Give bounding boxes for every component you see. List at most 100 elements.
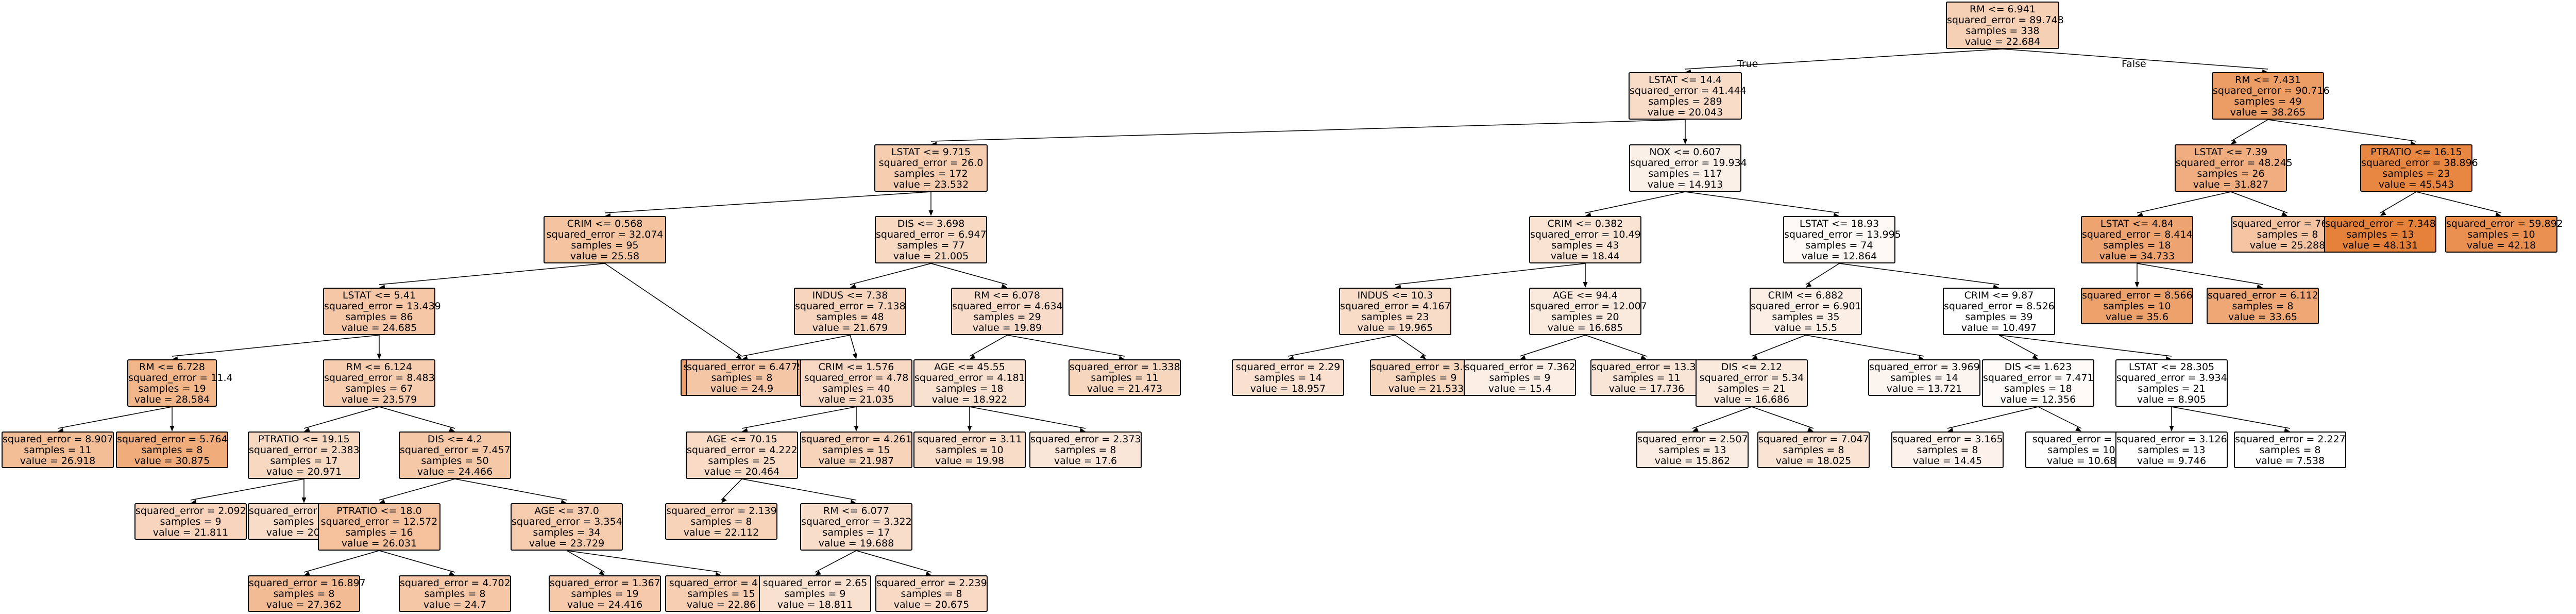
edge-arrowhead bbox=[449, 571, 455, 576]
node-line: PTRATIO <= 16.15 bbox=[2370, 146, 2462, 158]
node-line: value = 48.131 bbox=[2342, 240, 2418, 251]
tree-edge bbox=[303, 406, 380, 429]
node-line: value = 26.918 bbox=[20, 455, 96, 467]
tree-edge bbox=[850, 263, 931, 285]
node-line: value = 22.112 bbox=[683, 527, 759, 538]
node-line: value = 9.746 bbox=[2137, 455, 2207, 467]
node-line: DIS <= 4.2 bbox=[427, 434, 483, 445]
node-line: squared_error = 48.245 bbox=[2176, 157, 2293, 169]
tree-edge bbox=[741, 478, 857, 501]
node-line: squared_error = 7.348 bbox=[2325, 218, 2436, 229]
node-line: squared_error = 2.65 bbox=[762, 577, 868, 589]
edge-arrowhead bbox=[850, 284, 856, 289]
tree-edge bbox=[2267, 119, 2417, 142]
edge-arrowhead bbox=[599, 570, 605, 575]
node-line: squared_error = 8.907 bbox=[3, 434, 113, 445]
node-line: squared_error = 3.322 bbox=[801, 516, 912, 527]
node-line: value = 10.497 bbox=[1961, 322, 2037, 334]
edge-arrowhead bbox=[815, 570, 821, 575]
node-line: value = 21.473 bbox=[1087, 383, 1163, 394]
edge-arrowhead bbox=[1683, 139, 1688, 144]
edge-arrowhead bbox=[1807, 427, 1814, 432]
node-line: samples = 11 bbox=[1091, 372, 1159, 384]
node-line: squared_error = 19.934 bbox=[1630, 157, 1747, 169]
node-line: squared_error = 10.49 bbox=[1530, 229, 1641, 240]
tree-edge bbox=[1287, 335, 1396, 357]
tree-edge bbox=[2137, 263, 2263, 285]
node-line: squared_error = 8.483 bbox=[324, 372, 435, 384]
node-line: samples = 10 bbox=[2467, 229, 2535, 240]
node-line: value = 10.68 bbox=[2046, 455, 2116, 467]
node-line: LSTAT <= 5.41 bbox=[342, 290, 416, 301]
node-line: samples = 8 bbox=[901, 588, 962, 600]
node-line: squared_error = 3.126 bbox=[2116, 434, 2227, 445]
node-line: value = 35.6 bbox=[2105, 311, 2169, 323]
node-line: samples = 77 bbox=[897, 240, 965, 251]
node-line: samples = 10 bbox=[2047, 444, 2115, 456]
node-line: RM <= 6.728 bbox=[139, 361, 205, 373]
tree-edge bbox=[2137, 191, 2231, 213]
edge-arrowhead bbox=[1640, 355, 1647, 360]
edge-arrowhead bbox=[1288, 356, 1294, 360]
node-line: CRIM <= 6.882 bbox=[1768, 290, 1844, 301]
edge-arrowhead bbox=[742, 428, 748, 433]
edge-arrowhead bbox=[2137, 212, 2143, 217]
node-line: value = 23.532 bbox=[893, 179, 969, 190]
node-line: samples = 40 bbox=[822, 383, 890, 394]
tree-edge bbox=[2038, 406, 2082, 429]
node-line: squared_error = 7.362 bbox=[1465, 361, 1575, 373]
edge-label-true: True bbox=[1737, 58, 1758, 70]
tree-edge bbox=[1751, 335, 1806, 357]
node-line: value = 20.675 bbox=[893, 599, 970, 610]
node-line: value = 28.584 bbox=[134, 394, 210, 405]
node-line: squared_error = 6.901 bbox=[1751, 301, 1861, 312]
edge-arrowhead bbox=[742, 356, 748, 360]
node-line: LSTAT <= 4.84 bbox=[2100, 218, 2174, 229]
tree-edge bbox=[604, 263, 742, 357]
tree-edge bbox=[1947, 406, 2039, 429]
node-line: squared_error = 89.748 bbox=[1947, 14, 2064, 26]
node-line: samples = 13 bbox=[1658, 444, 1726, 456]
node-line: samples = 95 bbox=[571, 240, 639, 251]
tree-edge bbox=[2380, 191, 2417, 213]
node-line: value = 24.466 bbox=[417, 466, 493, 477]
node-line: LSTAT <= 9.715 bbox=[891, 146, 971, 158]
tree-edge bbox=[1685, 191, 1840, 213]
edge-arrowhead bbox=[1752, 355, 1758, 359]
node-line: squared_error = 3.934 bbox=[2116, 372, 2227, 384]
edge-arrowhead bbox=[850, 500, 856, 505]
node-line: samples = 14 bbox=[1890, 372, 1958, 384]
node-line: squared_error = 3.969 bbox=[1869, 361, 1980, 373]
edge-arrowhead bbox=[1585, 212, 1591, 217]
node-line: samples = 15 bbox=[687, 588, 755, 600]
node-line: value = 16.685 bbox=[1547, 322, 1623, 334]
tree-edge bbox=[379, 406, 455, 429]
node-line: samples = 13 bbox=[2346, 229, 2414, 240]
node-line: samples = 8 bbox=[141, 444, 203, 456]
tree-edge bbox=[969, 335, 1008, 357]
node-line: samples = 35 bbox=[1772, 311, 1840, 323]
node-line: samples = 117 bbox=[1648, 168, 1722, 179]
edge-arrowhead bbox=[1118, 356, 1125, 361]
edge-arrowhead bbox=[2169, 426, 2174, 432]
node-line: samples = 9 bbox=[160, 516, 222, 527]
tree-edge bbox=[1692, 406, 1752, 429]
